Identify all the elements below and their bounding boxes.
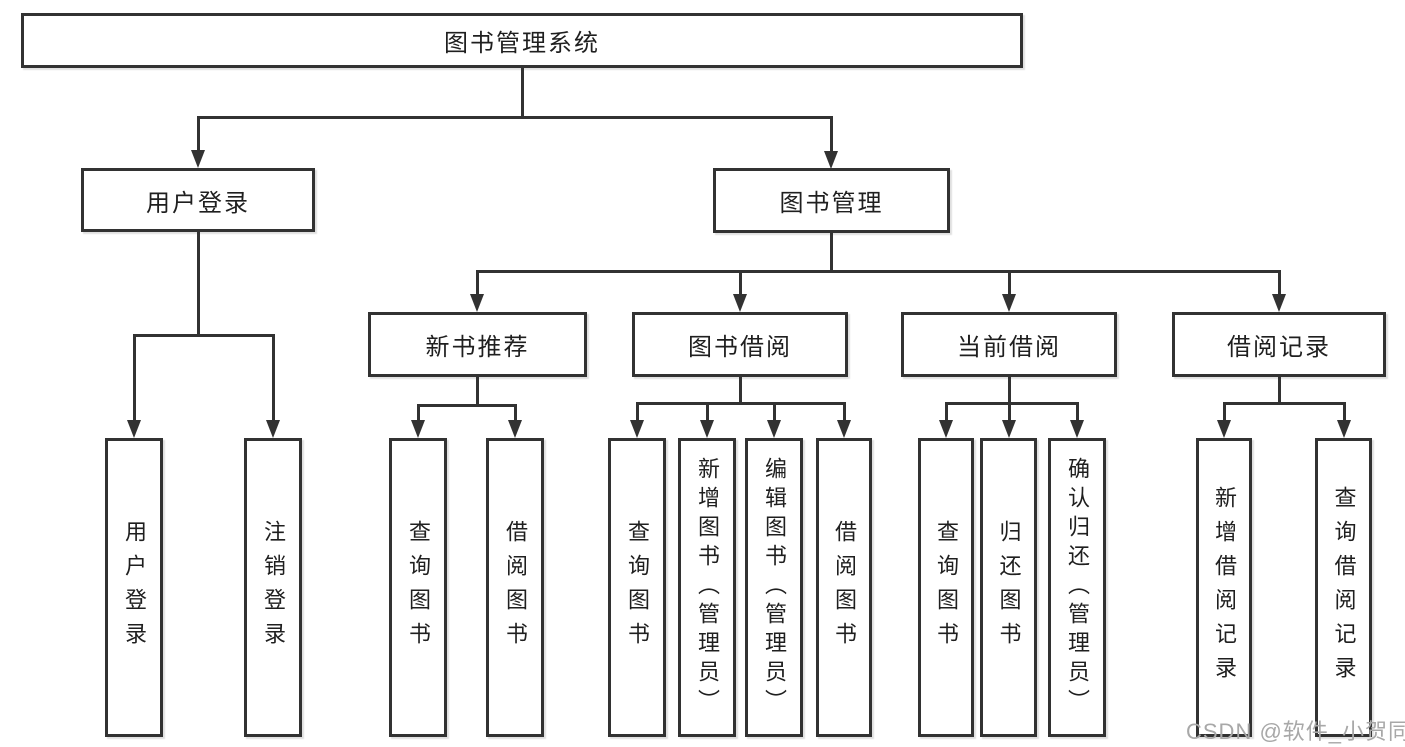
connector-line [132,335,136,426]
connector-line [829,117,833,157]
leaf-return-books: 归还图书 [980,438,1037,737]
node-root: 图书管理系统 [21,13,1023,68]
connector-line [520,68,524,119]
arrowhead-icon [266,420,280,438]
node-user-login-label: 用户登录 [146,189,250,217]
leaf-add-book-admin-label: 新增图书（管理员） [695,457,720,718]
leaf-return-books-label: 归还图书 [996,519,1022,656]
leaf-query-books-recommend: 查询图书 [389,438,447,737]
arrowhead-icon [1217,420,1231,438]
connector-line [416,405,420,426]
leaf-add-borrow-record-label: 新增借阅记录 [1212,485,1237,690]
node-current-borrow-label: 当前借阅 [957,334,1061,361]
node-borrow-records: 借阅记录 [1172,312,1386,377]
connector-line [738,271,742,300]
arrowhead-icon [1070,420,1084,438]
leaf-query-books-recommend-label: 查询图书 [406,519,431,656]
arrowhead-icon [733,294,747,312]
connector-line [738,377,742,405]
connector-line [772,403,776,426]
node-new-book-recommend: 新书推荐 [368,312,587,377]
connector-line [271,335,275,426]
node-borrow-records-label: 借阅记录 [1227,334,1331,361]
connector-line [1222,403,1226,426]
connector-line [475,377,479,407]
node-root-label: 图书管理系统 [444,30,600,57]
connector-line [635,401,846,405]
leaf-user-login-label: 用户登录 [122,519,147,656]
connector-line [475,271,479,300]
leaf-add-borrow-record: 新增借阅记录 [1196,438,1252,737]
arrowhead-icon [470,294,484,312]
leaf-confirm-return-admin: 确认归还（管理员） [1048,438,1106,737]
connector-line [705,403,709,426]
connector-line [1277,271,1281,300]
node-book-borrow: 图书借阅 [632,312,848,377]
connector-line [1007,403,1011,426]
arrowhead-icon [127,420,141,438]
arrowhead-icon [1272,294,1286,312]
leaf-query-books-borrow-label: 查询图书 [625,519,650,656]
arrowhead-icon [508,420,522,438]
leaf-query-books-borrow: 查询图书 [608,438,666,737]
connector-line [1342,403,1346,426]
leaf-query-borrow-record: 查询借阅记录 [1315,438,1372,737]
arrowhead-icon [939,420,953,438]
node-book-management-label: 图书管理 [779,190,884,217]
connector-line [196,117,200,156]
connector-line [1222,401,1346,405]
leaf-borrow-books-recommend: 借阅图书 [486,438,544,737]
leaf-query-books-current-label: 查询图书 [934,519,959,656]
arrowhead-icon [837,420,851,438]
leaf-add-book-admin: 新增图书（管理员） [678,438,736,737]
node-current-borrow: 当前借阅 [901,312,1117,377]
connector-line [513,405,517,426]
leaf-query-borrow-record-label: 查询借阅记录 [1331,485,1357,690]
connector-line [944,403,948,426]
leaf-borrow-books-recommend-label: 借阅图书 [503,519,528,656]
leaf-logout: 注销登录 [244,438,302,737]
watermark: CSDN @软件_小贺同学 [1186,719,1405,744]
connector-line [944,401,1079,405]
arrowhead-icon [824,151,838,169]
connector-line [829,233,833,272]
arrowhead-icon [1002,420,1016,438]
connector-line [196,115,833,119]
leaf-user-login: 用户登录 [105,438,163,737]
arrowhead-icon [700,420,714,438]
connector-line [1075,403,1079,426]
arrowhead-icon [1337,420,1351,438]
arrowhead-icon [630,420,644,438]
node-book-management: 图书管理 [713,168,950,233]
leaf-query-books-current: 查询图书 [918,438,974,737]
connector-line [475,269,1281,273]
leaf-edit-book-admin: 编辑图书（管理员） [745,438,803,737]
node-user-login: 用户登录 [81,168,315,232]
arrowhead-icon [411,420,425,438]
connector-line [1007,377,1011,405]
connector-line [416,403,517,407]
node-new-book-recommend-label: 新书推荐 [425,334,530,361]
leaf-confirm-return-admin-label: 确认归还（管理员） [1065,457,1090,718]
connector-line [1007,271,1011,300]
leaf-borrow-books: 借阅图书 [816,438,872,737]
connector-line [842,403,846,426]
leaf-edit-book-admin-label: 编辑图书（管理员） [762,457,787,718]
arrowhead-icon [191,150,205,168]
connector-line [1277,377,1281,405]
connector-line [635,403,639,426]
connector-line [132,333,275,337]
connector-line [196,232,200,337]
leaf-logout-label: 注销登录 [261,519,286,656]
arrowhead-icon [1002,294,1016,312]
leaf-borrow-books-label: 借阅图书 [832,519,857,656]
arrowhead-icon [767,420,781,438]
node-book-borrow-label: 图书借阅 [688,334,792,361]
